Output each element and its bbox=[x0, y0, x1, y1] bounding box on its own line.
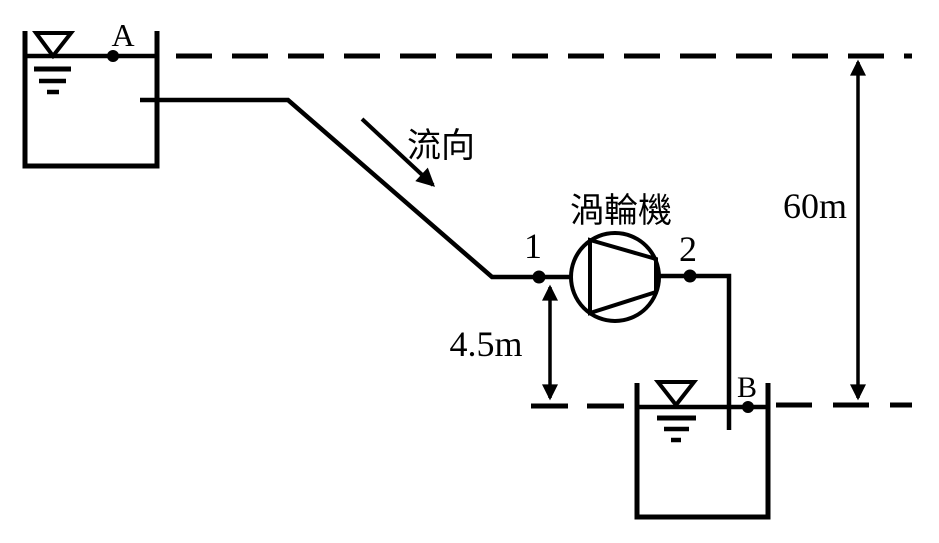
upper-reservoir: A bbox=[22, 17, 160, 169]
dimension-4-5m-label: 4.5m bbox=[449, 324, 522, 364]
lower-reservoir: B bbox=[634, 371, 771, 520]
discharge-pipe bbox=[659, 273, 732, 430]
turbine: 渦輪機 bbox=[569, 192, 672, 323]
point-1-dot bbox=[532, 270, 546, 284]
lower-tank-walls bbox=[634, 383, 771, 520]
point-b-dot bbox=[742, 401, 754, 413]
dimension-60m-label: 60m bbox=[783, 186, 847, 226]
supply-pipe bbox=[140, 97, 572, 280]
turbine-label: 渦輪機 bbox=[570, 192, 672, 230]
turbine-rotor-icon bbox=[588, 237, 658, 316]
water-level-icon bbox=[32, 31, 76, 60]
point-1-label: 1 bbox=[524, 226, 542, 266]
point-a-label: A bbox=[111, 17, 134, 53]
flow-direction-arrow bbox=[360, 117, 436, 187]
upper-tank-walls bbox=[22, 31, 160, 169]
point-b-label: B bbox=[737, 371, 757, 404]
water-level-icon bbox=[653, 380, 699, 409]
point-2-label: 2 bbox=[679, 229, 697, 269]
flow-direction-label: 流向 bbox=[407, 127, 475, 165]
lower-water-hatch bbox=[657, 415, 696, 443]
upper-water-hatch bbox=[34, 66, 71, 95]
point-a-dot bbox=[107, 50, 119, 62]
